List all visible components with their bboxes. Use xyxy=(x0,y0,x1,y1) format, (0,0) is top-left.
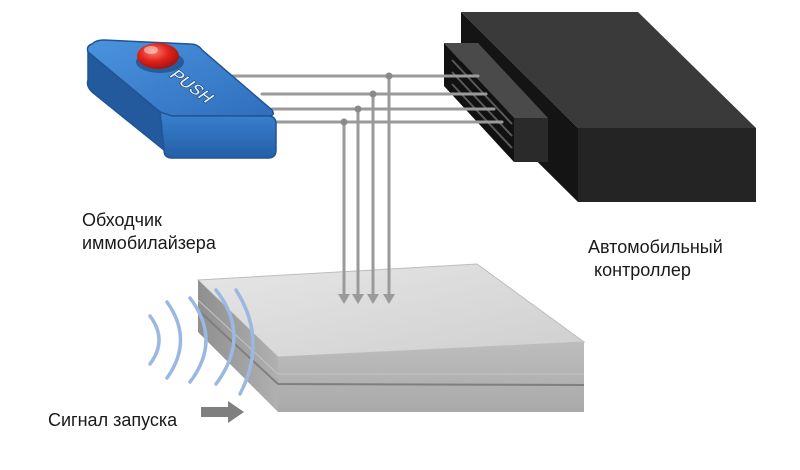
start-signal-arrow xyxy=(201,401,244,423)
bypass-label-line1: Обходчик xyxy=(82,210,162,230)
engine-unit-seam xyxy=(197,309,585,386)
signal-wave-4 xyxy=(214,288,236,386)
bypass-left-side xyxy=(86,50,165,152)
bypass-label: Обходчик иммобилайзера xyxy=(82,209,216,255)
immobilizer-bypass-module: PUSH xyxy=(86,39,277,159)
controller-label-line1: Автомобильный xyxy=(588,237,723,257)
controller-front xyxy=(578,128,756,202)
start-signal-label: Сигнал запуска xyxy=(48,410,178,430)
controller-label-line2: контроллер xyxy=(594,260,691,280)
bypass-label-line2: иммобилайзера xyxy=(82,233,216,253)
controller-top xyxy=(461,12,756,128)
signal-wave-3 xyxy=(188,296,208,384)
signal-wave-5 xyxy=(234,288,255,396)
signal-wave-1 xyxy=(148,314,161,366)
wire-arrowheads xyxy=(338,294,395,304)
push-button[interactable] xyxy=(137,43,179,69)
controller-connector-top xyxy=(444,43,548,118)
controller-connector-front xyxy=(514,118,548,162)
wire-bundle xyxy=(228,74,504,298)
signal-wave-2 xyxy=(165,300,183,380)
car-controller-box xyxy=(444,12,756,202)
engine-unit-block xyxy=(196,263,586,412)
controller-label: Автомобильный контроллер xyxy=(588,236,723,282)
engine-unit-front xyxy=(278,342,584,412)
bypass-front xyxy=(159,110,277,159)
signal-waves xyxy=(148,288,255,396)
wire-junctions xyxy=(340,72,393,126)
